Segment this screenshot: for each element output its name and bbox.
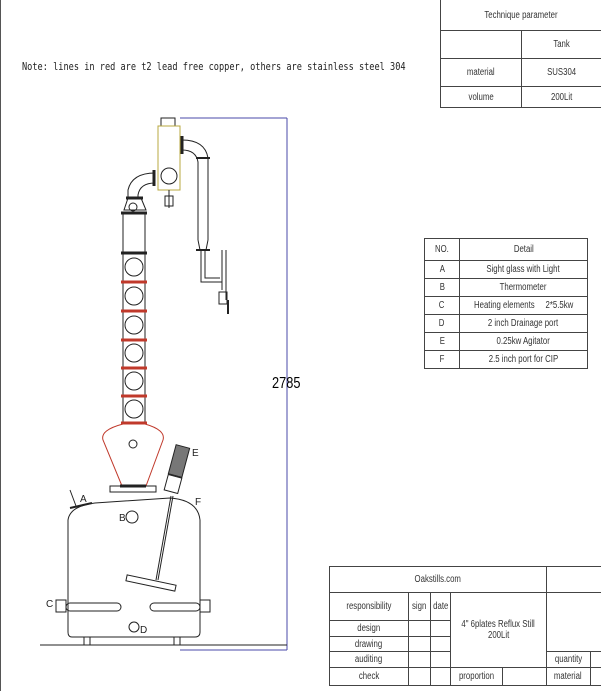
table-row: F 2.5 inch port for CIP xyxy=(424,350,589,369)
date-header: date xyxy=(433,601,449,612)
role-check: check xyxy=(358,671,380,682)
detail-header: Detail xyxy=(513,244,534,255)
role-drawing: drawing xyxy=(355,638,383,650)
row-detail: Sight glass with Light xyxy=(486,264,560,275)
sheet-border xyxy=(0,0,1,691)
param-label: material xyxy=(467,67,495,78)
sign-header: sign xyxy=(412,601,427,612)
role-design: design xyxy=(357,623,381,634)
row-detail: 0.25kw Agitator xyxy=(496,336,551,347)
material-label: material xyxy=(554,671,582,682)
title-block: Oakstills.com responsibility sign date 4… xyxy=(329,566,601,686)
row-no: D xyxy=(439,318,445,329)
row-no: B xyxy=(439,282,445,293)
label-d: D xyxy=(140,625,147,636)
dephlegmator xyxy=(157,117,181,208)
sight-port xyxy=(128,439,138,449)
row-no: A xyxy=(439,264,445,275)
material-note: Note: lines in red are t2 lead free copp… xyxy=(22,61,406,73)
quantity-label: quantity xyxy=(554,654,582,665)
param-value: 200Lit xyxy=(550,91,573,103)
label-f: F xyxy=(195,497,201,508)
copper-helmet xyxy=(102,423,164,487)
label-b: B xyxy=(119,513,126,524)
row-detail: Thermometer xyxy=(499,282,547,293)
vapor-pipe xyxy=(123,170,156,212)
table-row: D 2 inch Drainage port xyxy=(424,314,589,333)
responsibility-header: responsibility xyxy=(346,601,392,612)
label-e: E xyxy=(192,448,199,459)
row-no: E xyxy=(439,336,445,347)
agitator xyxy=(125,444,191,592)
label-a: A xyxy=(80,494,87,505)
table-row: C Heating elements 2*5.5kw xyxy=(424,296,589,315)
height-dimension xyxy=(180,117,288,651)
dimension-label: 2785 xyxy=(272,375,300,393)
detail-table: NO. Detail A Sight glass with Light B Therm… xyxy=(424,238,589,369)
table-row: A Sight glass with Light xyxy=(424,260,589,279)
row-detail: Heating elements 2*5.5kw xyxy=(473,300,573,311)
table-row: E 0.25kw Agitator xyxy=(424,332,589,351)
tank-header: Tank xyxy=(553,39,570,50)
company-name: Oakstills.com xyxy=(414,574,461,585)
product-condenser xyxy=(180,136,229,314)
role-auditing: auditing xyxy=(355,654,383,665)
no-header: NO. xyxy=(434,244,449,255)
product-name: 4" 6plates Reflux Still xyxy=(461,619,536,630)
table-row: B Thermometer xyxy=(424,278,589,297)
row-no: C xyxy=(439,300,445,311)
param-value: SUS304 xyxy=(546,67,577,78)
technique-title: Technique parameter xyxy=(484,9,558,21)
row-detail: 2.5 inch port for CIP xyxy=(488,354,559,365)
row-detail: 2 inch Drainage port xyxy=(488,318,559,329)
proportion-label: proportion xyxy=(459,671,495,682)
product-volume: 200Lit xyxy=(487,630,510,641)
row-no: F xyxy=(439,354,445,365)
boiler-tank xyxy=(40,484,287,646)
label-c: C xyxy=(46,599,53,610)
column xyxy=(121,211,147,425)
param-label: volume xyxy=(468,91,494,103)
